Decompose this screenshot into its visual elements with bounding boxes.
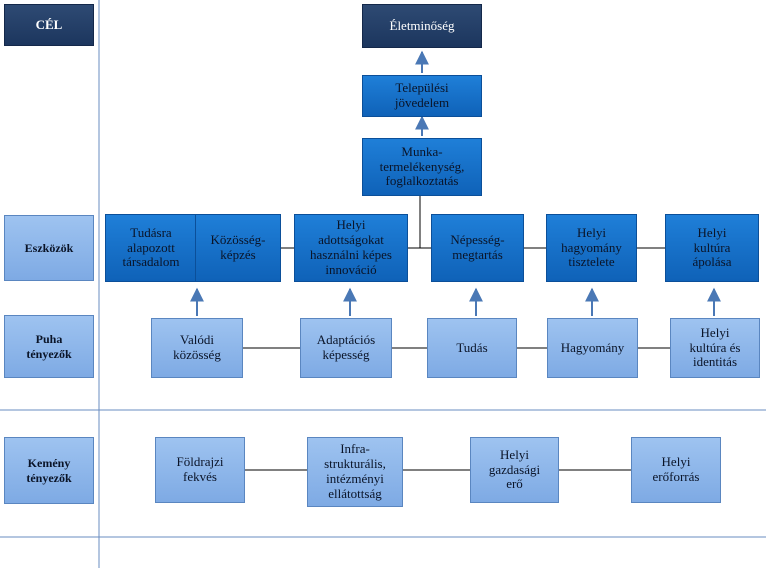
box-kemeny-text: Helyi gazdasági erő	[488, 446, 541, 492]
box-kemeny-foldrajzi: Földrajzi fekvés	[155, 437, 245, 503]
row-label-puha-text: Puha tényezők	[26, 331, 72, 361]
box-kemeny-text: Helyi erőforrás	[652, 454, 700, 484]
box-puha-text: Tudás	[456, 339, 488, 355]
box-kemeny-eroforras: Helyi erőforrás	[631, 437, 721, 503]
box-puha-text: Adaptációs képesség	[316, 332, 376, 362]
box-puha-adaptacio: Adaptációs képesség	[300, 318, 392, 378]
box-puha-text: Valódi közösség	[173, 332, 221, 362]
box-jovedelem: Települési jövedelem	[362, 75, 482, 117]
row-label-kemeny: Kemény tényezők	[4, 437, 94, 504]
box-eszkozok-kozosseg: Közösség- képzés	[195, 214, 281, 282]
box-eszkozok-text: Helyi kultúra ápolása	[692, 224, 732, 270]
box-eszkozok-text: Helyi hagyomány tisztelete	[561, 224, 622, 270]
box-eszkozok-text: Közösség- képzés	[210, 232, 266, 262]
box-puha-kultura: Helyi kultúra és identitás	[670, 318, 760, 378]
row-label-cel-text: CÉL	[35, 16, 63, 32]
box-kemeny-text: Infra- strukturális, intézményi ellátott…	[324, 441, 386, 501]
box-kemeny-gazdasagi: Helyi gazdasági erő	[470, 437, 559, 503]
box-eszkozok-innovacio: Helyi adottságokat használni képes innov…	[294, 214, 408, 282]
box-eszkozok-text: Tudásra alapozott társadalom	[122, 224, 180, 270]
box-puha-hagyomany: Hagyomány	[547, 318, 638, 378]
box-puha-text: Hagyomány	[560, 339, 625, 355]
box-kemeny-text: Földrajzi fekvés	[176, 454, 224, 484]
box-jovedelem-text: Települési jövedelem	[394, 80, 450, 110]
row-label-kemeny-text: Kemény tényezők	[26, 455, 72, 485]
box-eszkozok-text: Népesség- megtartás	[450, 232, 505, 262]
row-label-puha: Puha tényezők	[4, 315, 94, 378]
box-eszkozok-text: Helyi adottságokat használni képes innov…	[310, 217, 392, 277]
box-eszkozok-kultura: Helyi kultúra ápolása	[665, 214, 759, 282]
box-puha-kozosseg: Valódi közösség	[151, 318, 243, 378]
box-eletminoseg: Életminőség	[362, 4, 482, 48]
row-label-cel: CÉL	[4, 4, 94, 46]
box-munka-text: Munka- termelékenység, foglalkoztatás	[379, 143, 465, 189]
box-munka: Munka- termelékenység, foglalkoztatás	[362, 138, 482, 196]
row-label-eszkozok-text: Eszközök	[24, 240, 74, 255]
box-eszkozok-nepesseg: Népesség- megtartás	[431, 214, 524, 282]
box-puha-tudas: Tudás	[427, 318, 517, 378]
row-label-eszkozok: Eszközök	[4, 215, 94, 281]
box-eletminoseg-text: Életminőség	[389, 17, 455, 33]
box-kemeny-infra: Infra- strukturális, intézményi ellátott…	[307, 437, 403, 507]
box-eszkozok-hagyomany: Helyi hagyomány tisztelete	[546, 214, 637, 282]
box-eszkozok-tudasra: Tudásra alapozott társadalom	[105, 214, 197, 282]
box-puha-text: Helyi kultúra és identitás	[689, 324, 741, 370]
